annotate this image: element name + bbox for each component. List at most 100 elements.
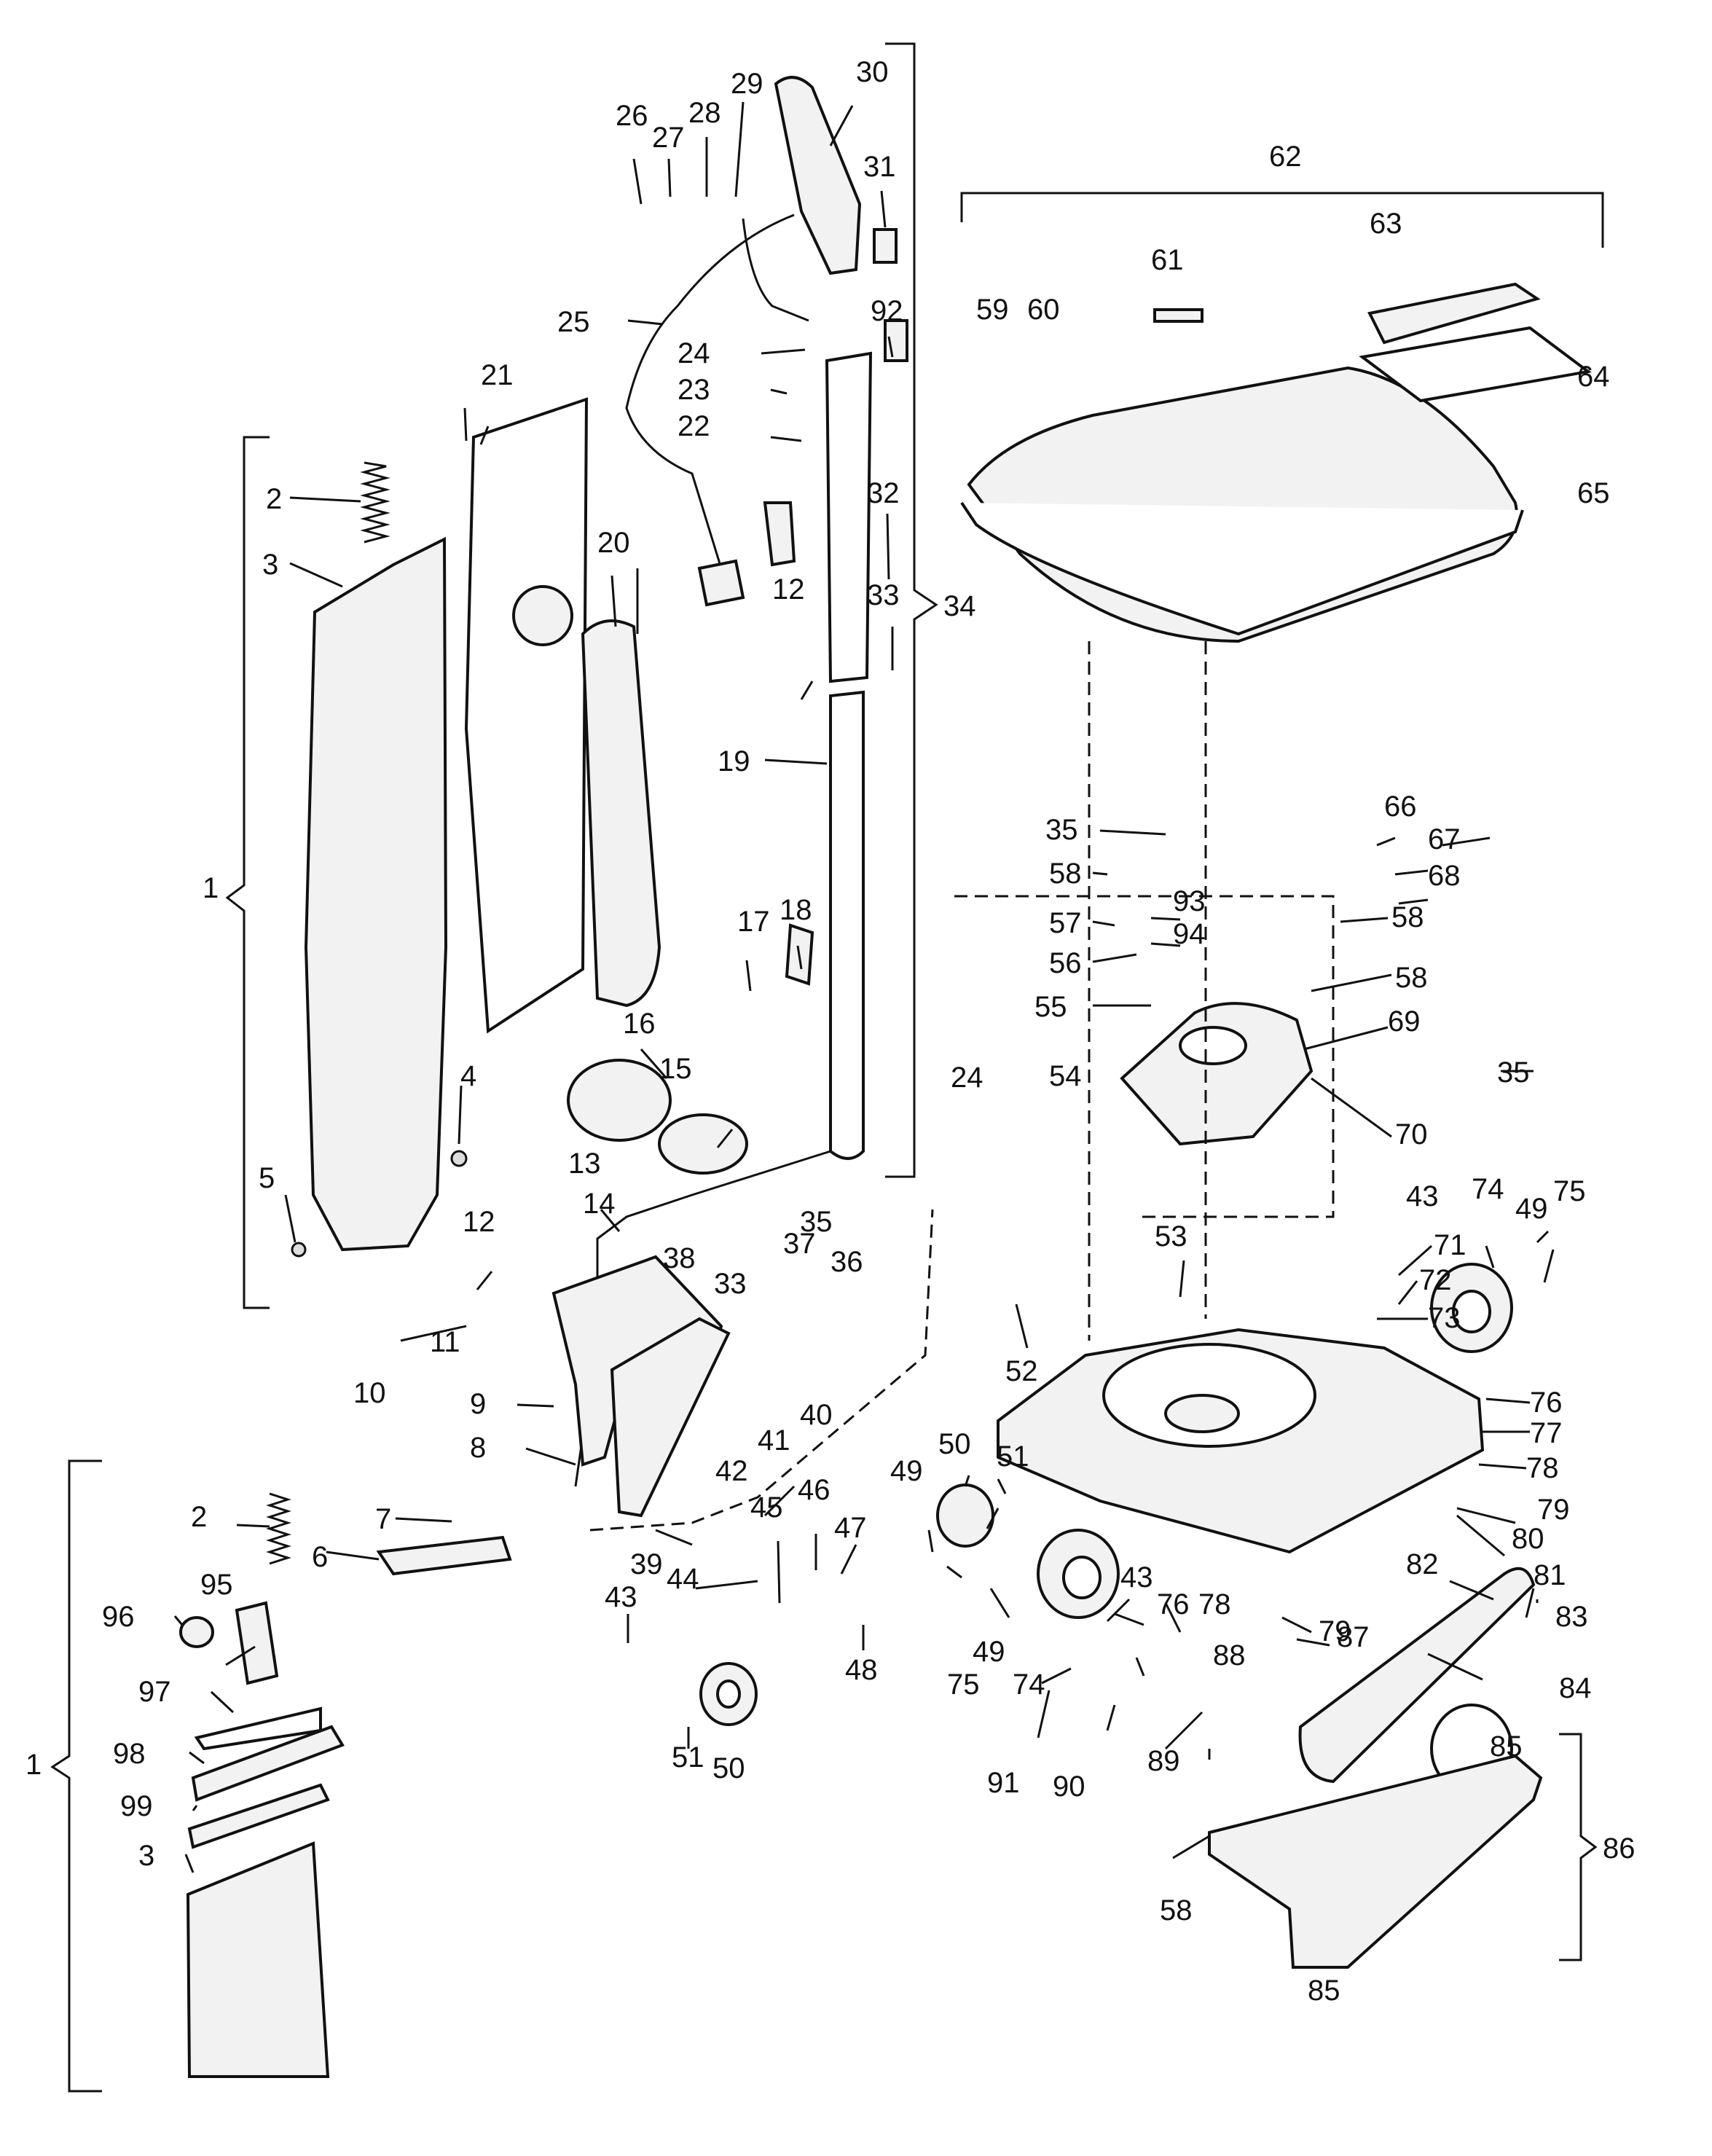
rear-wheel-right (1430, 1263, 1513, 1353)
label-6: 6 (312, 1541, 328, 1573)
hood-assembly (960, 192, 1604, 643)
label-60: 60 (1027, 294, 1060, 326)
label-1b: 1 (25, 1749, 42, 1781)
label-24a: 24 (678, 337, 710, 369)
label-47: 47 (834, 1512, 867, 1544)
label-61: 61 (1151, 244, 1184, 276)
label-13: 13 (568, 1148, 601, 1180)
cord-plug (697, 559, 745, 607)
label-35a: 35 (1045, 814, 1078, 846)
bag-elbow (581, 619, 661, 1008)
label-3a: 3 (262, 549, 278, 581)
label-73: 73 (1428, 1302, 1461, 1334)
label-78b: 78 (1198, 1588, 1231, 1620)
label-85b: 85 (1308, 1975, 1340, 2007)
label-80: 80 (1512, 1523, 1544, 1555)
label-70: 70 (1395, 1118, 1428, 1150)
label-43a: 43 (1406, 1180, 1439, 1212)
label-24b: 24 (951, 1062, 983, 1094)
label-62: 62 (1269, 141, 1302, 173)
lower-bag-spring (266, 1492, 291, 1565)
label-39: 39 (630, 1548, 663, 1580)
label-30: 30 (856, 56, 889, 88)
front-wheel-1 (936, 1483, 994, 1548)
label-33b: 33 (714, 1268, 747, 1300)
motor-and-fan (954, 641, 1335, 1341)
label-15: 15 (659, 1053, 692, 1085)
label-63: 63 (1370, 208, 1402, 240)
bag-liner (464, 397, 589, 1034)
label-97: 97 (138, 1676, 171, 1708)
bag-mount-lower (187, 1783, 330, 1849)
bag-spring (360, 461, 390, 544)
label-94: 94 (1173, 918, 1206, 950)
label-9: 9 (470, 1388, 486, 1420)
label-29: 29 (731, 68, 763, 100)
label-54: 54 (1049, 1060, 1082, 1092)
handle-grip (774, 76, 862, 275)
label-7: 7 (375, 1503, 391, 1535)
label-43b: 43 (1120, 1561, 1153, 1594)
label-58d: 58 (1160, 1894, 1193, 1926)
label-66: 66 (1384, 791, 1417, 823)
label-37: 37 (783, 1228, 816, 1260)
label-58a: 58 (1049, 858, 1082, 890)
label-93: 93 (1173, 885, 1206, 917)
label-2b: 2 (191, 1501, 207, 1533)
label-31: 31 (863, 151, 896, 183)
label-50a: 50 (938, 1428, 971, 1460)
label-77: 77 (1530, 1417, 1563, 1449)
label-43c: 43 (605, 1581, 637, 1613)
label-55: 55 (1034, 991, 1067, 1023)
label-10: 10 (353, 1377, 386, 1409)
swivel-lever (610, 1317, 731, 1518)
label-50b: 50 (712, 1752, 745, 1784)
label-3b: 3 (138, 1840, 154, 1872)
label-79b: 79 (1319, 1615, 1351, 1647)
label-65: 65 (1577, 477, 1610, 509)
label-76b: 76 (1157, 1588, 1190, 1620)
headlight-lens (1367, 282, 1541, 345)
label-72: 72 (1419, 1264, 1452, 1296)
rear-wheel-left (1037, 1529, 1120, 1619)
label-35b: 35 (1497, 1057, 1530, 1089)
label-40: 40 (800, 1399, 833, 1431)
label-59: 59 (976, 294, 1009, 326)
label-38: 38 (663, 1242, 696, 1274)
label-23: 23 (678, 374, 710, 406)
label-82: 82 (1406, 1548, 1439, 1580)
label-67: 67 (1428, 823, 1461, 855)
label-58c: 58 (1395, 962, 1428, 994)
label-14: 14 (583, 1188, 616, 1220)
label-8: 8 (470, 1432, 486, 1464)
label-84: 84 (1559, 1672, 1592, 1704)
label-86: 86 (1603, 1832, 1636, 1865)
label-56: 56 (1049, 947, 1082, 979)
label-83: 83 (1555, 1601, 1588, 1633)
label-41: 41 (758, 1424, 790, 1457)
label-32: 32 (867, 477, 900, 509)
callout-labels: 1 1 2 2 3 3 4 5 6 7 8 9 10 11 12 12 13 1… (25, 56, 1636, 2007)
label-74b: 74 (1013, 1669, 1045, 1701)
label-79a: 79 (1537, 1494, 1570, 1526)
label-75a: 75 (1553, 1175, 1586, 1207)
label-49a: 49 (1515, 1193, 1548, 1225)
label-4: 4 (460, 1060, 476, 1092)
label-51a: 51 (997, 1440, 1029, 1473)
label-89: 89 (1147, 1745, 1180, 1777)
label-96: 96 (102, 1601, 135, 1633)
label-91: 91 (987, 1767, 1020, 1799)
label-46: 46 (798, 1474, 831, 1506)
label-27: 27 (652, 122, 685, 154)
hose-coupling (567, 1059, 672, 1142)
label-95: 95 (200, 1569, 233, 1601)
lower-bag (186, 1841, 330, 2078)
label-53: 53 (1155, 1220, 1187, 1253)
label-33a: 33 (867, 579, 900, 611)
label-68: 68 (1428, 860, 1461, 892)
hood-rim (960, 501, 1524, 636)
label-25: 25 (557, 306, 590, 338)
label-5: 5 (259, 1162, 275, 1194)
label-49b: 49 (890, 1455, 923, 1487)
label-17: 17 (737, 906, 770, 938)
